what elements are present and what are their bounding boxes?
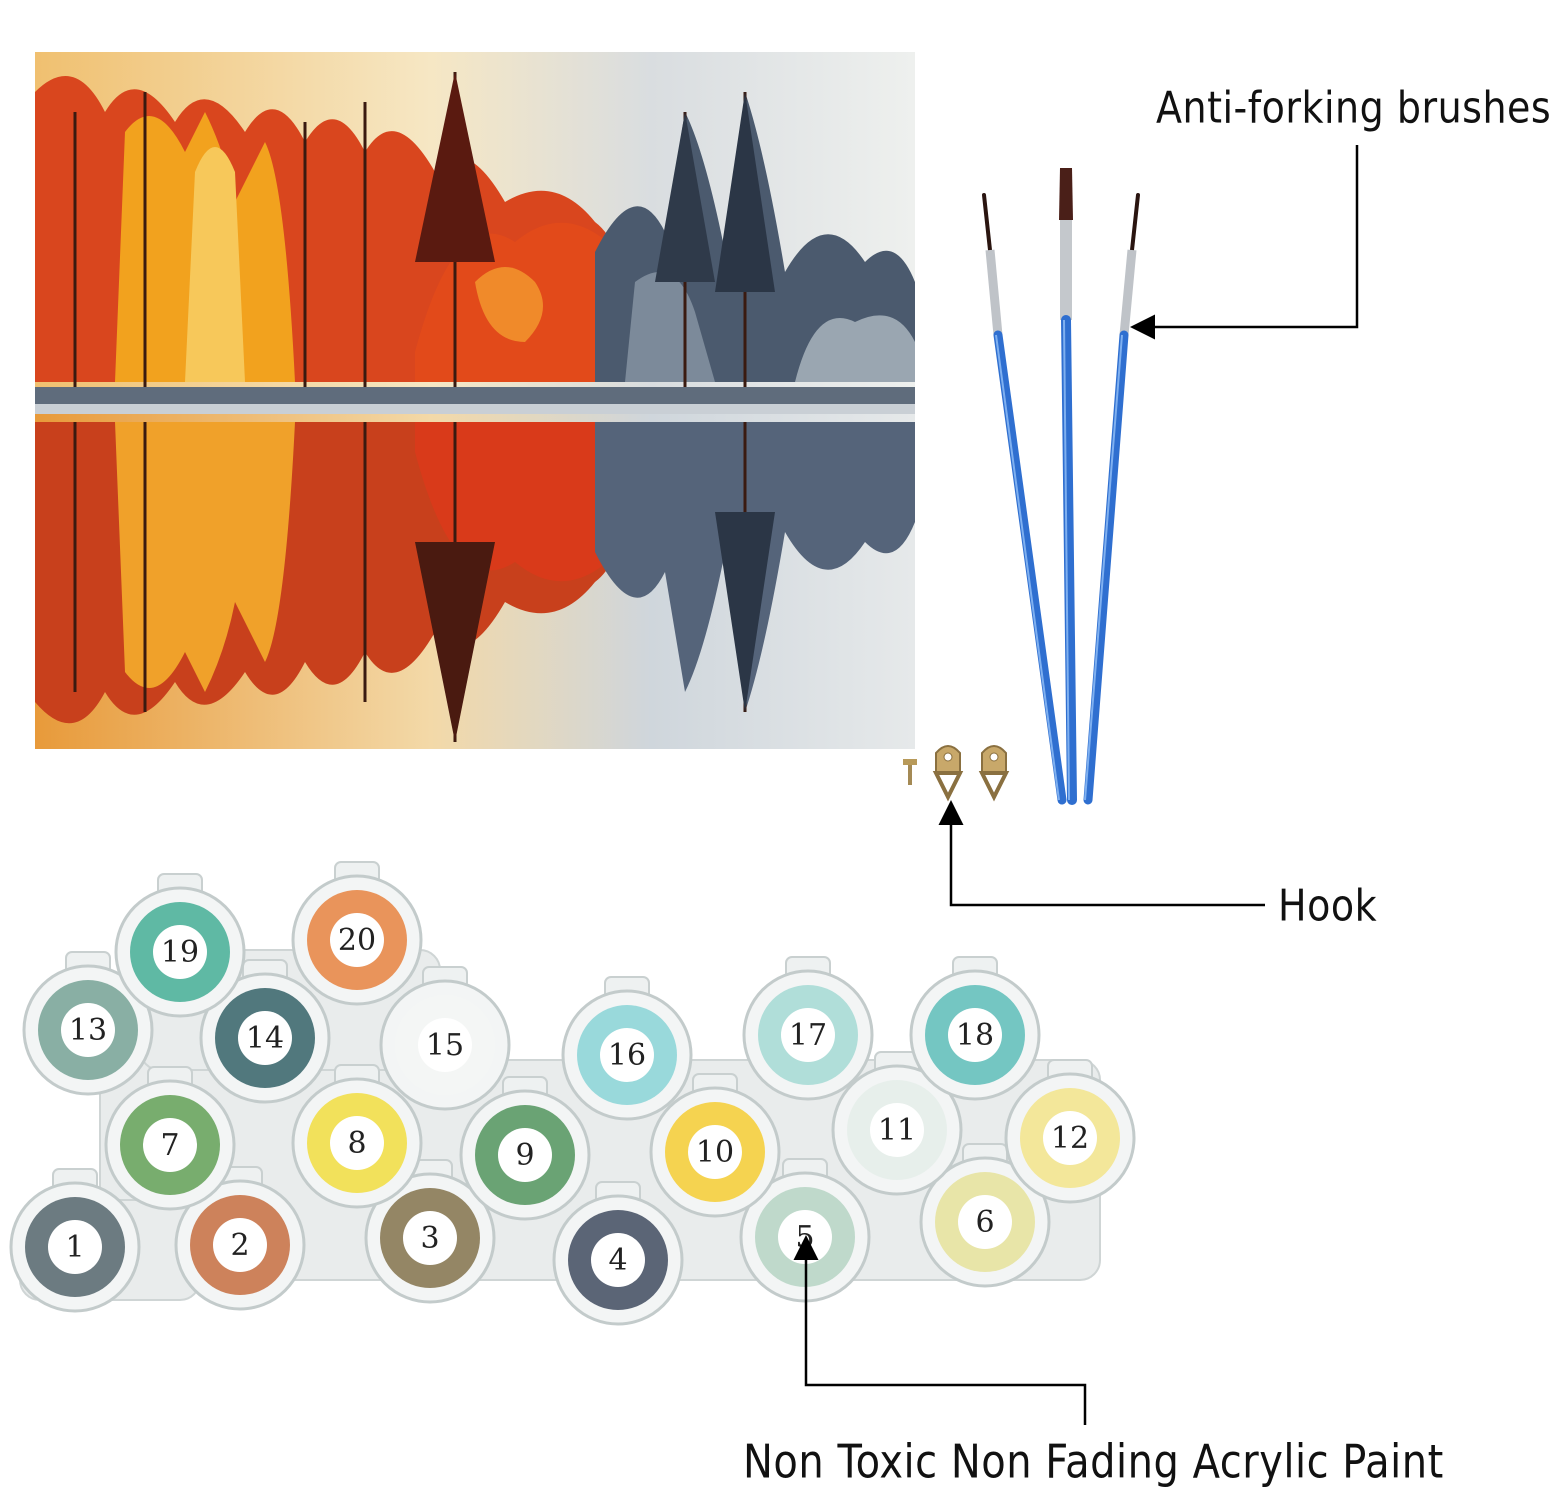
paint-pot-11: 11 xyxy=(831,1051,963,1196)
paint-pot-number: 2 xyxy=(230,1228,249,1263)
paint-callout-line xyxy=(793,1235,1087,1425)
paint-pot-number: 20 xyxy=(338,923,376,958)
paint-pot-17: 17 xyxy=(742,956,874,1101)
paint-pot-number: 9 xyxy=(515,1138,534,1173)
paint-callout-label: Non Toxic Non Fading Acrylic Paint xyxy=(743,1436,1444,1489)
hook-callout-label: Hook xyxy=(1278,880,1378,931)
painting-image xyxy=(35,52,915,749)
paint-pot-10: 10 xyxy=(649,1073,781,1218)
paint-pot-19: 19 xyxy=(114,873,246,1018)
paint-pot-number: 16 xyxy=(608,1038,646,1073)
paint-pot-15: 15 xyxy=(379,966,511,1111)
paint-pot-14: 14 xyxy=(199,959,331,1104)
paint-pot-number: 17 xyxy=(789,1018,827,1053)
paint-pot-1: 1 xyxy=(9,1168,141,1313)
hook-icon xyxy=(978,745,1010,802)
screw-icon xyxy=(903,759,917,785)
paint-pot-number: 11 xyxy=(878,1113,916,1148)
paint-pot-18: 18 xyxy=(909,956,1041,1101)
paint-pot-16: 16 xyxy=(561,976,693,1121)
paint-pot-number: 12 xyxy=(1051,1121,1089,1156)
paint-pot-number: 6 xyxy=(975,1205,994,1240)
paint-pot-number: 18 xyxy=(956,1018,994,1053)
paint-pot-13: 13 xyxy=(22,951,154,1096)
paint-pot-number: 10 xyxy=(696,1135,734,1170)
paint-pot-2: 2 xyxy=(174,1166,306,1311)
brushes-callout-label: Anti-forking brushes xyxy=(1156,82,1552,133)
hook-callout-line xyxy=(938,800,1265,907)
paint-pot-8: 8 xyxy=(291,1064,423,1209)
paint-pot-3: 3 xyxy=(364,1159,496,1304)
round-brush-right xyxy=(1083,193,1140,805)
paint-pot-number: 3 xyxy=(420,1221,439,1256)
hanging-hooks-image xyxy=(903,745,1010,802)
paint-pot-7: 7 xyxy=(104,1066,236,1211)
paint-pot-20: 20 xyxy=(291,861,423,1006)
paint-pot-6: 6 xyxy=(919,1143,1051,1288)
paint-pot-number: 15 xyxy=(426,1028,464,1063)
round-brush-left xyxy=(982,193,1067,805)
paint-pot-number: 7 xyxy=(160,1128,179,1163)
paint-pot-number: 13 xyxy=(69,1013,107,1048)
paint-pot-12: 12 xyxy=(1004,1059,1136,1204)
paint-pot-number: 19 xyxy=(161,935,199,970)
paint-pot-number: 8 xyxy=(347,1126,366,1161)
paint-pot-number: 1 xyxy=(65,1230,84,1265)
hook-icon xyxy=(932,745,964,802)
paint-brushes-image xyxy=(982,168,1140,805)
brushes-callout-line xyxy=(1130,145,1359,340)
paint-pot-number: 4 xyxy=(608,1243,627,1278)
paint-pot-9: 9 xyxy=(459,1076,591,1221)
paint-pot-4: 4 xyxy=(552,1181,684,1326)
paint-pot-number: 14 xyxy=(246,1021,284,1056)
flat-brush-middle xyxy=(1059,168,1077,805)
